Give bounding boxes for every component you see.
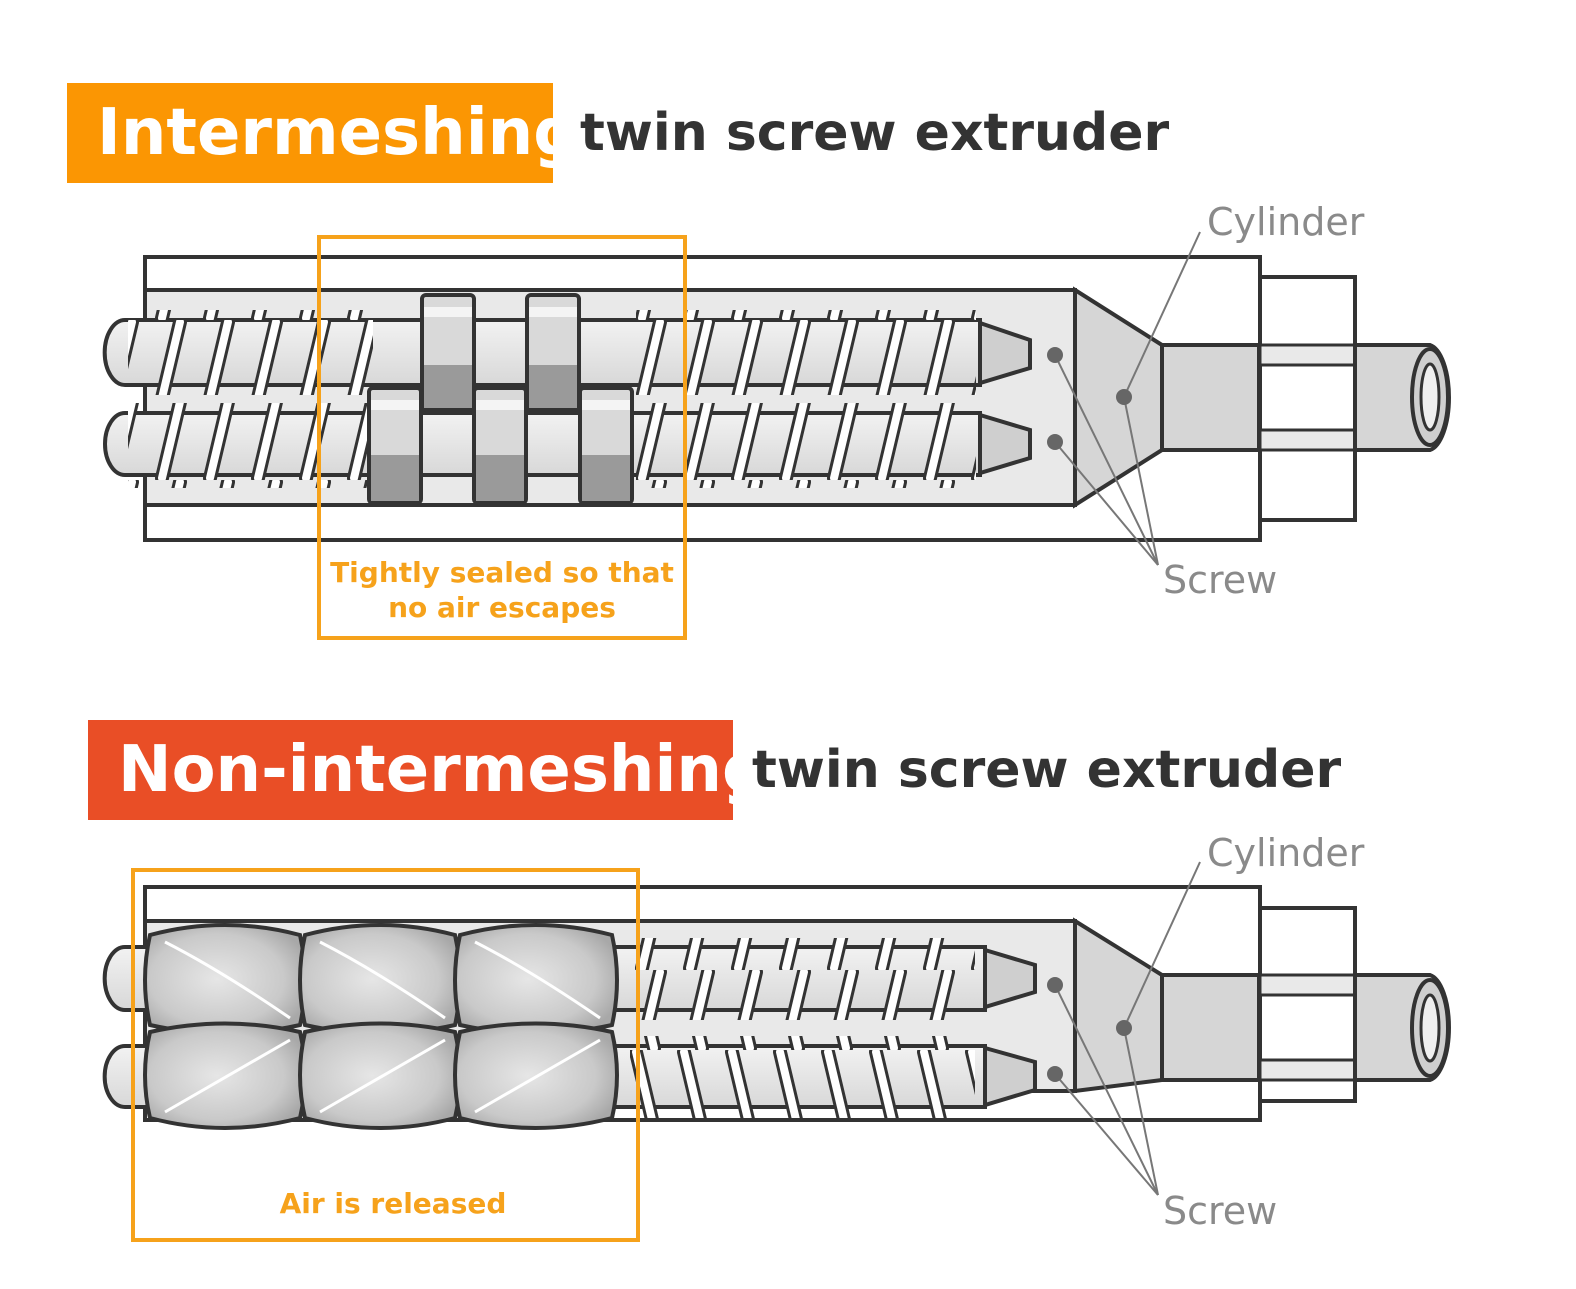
- title-rest-intermeshing: twin screw extruder: [580, 103, 1170, 163]
- highlight-note-2: Air is released: [280, 1187, 507, 1220]
- leaders: [1054, 231, 1201, 566]
- rotor-highlights: [164, 940, 601, 1114]
- title-rest-non-intermeshing: twin screw extruder: [752, 740, 1342, 800]
- label-cylinder-2: Cylinder: [1207, 831, 1365, 875]
- screw-dot-lower: [1047, 434, 1063, 450]
- label-screw: Screw: [1163, 558, 1277, 602]
- diagram-non-intermeshing: Cylinder Screw Air is released: [102, 831, 1451, 1242]
- rotor-lobes: [143, 923, 619, 1130]
- outer-ring: [1258, 275, 1357, 522]
- section-non-intermeshing: Non-intermeshing twin screw extruder: [0, 650, 1576, 1289]
- highlight-box-2: [131, 868, 640, 1242]
- highlight-box: [317, 235, 687, 640]
- badge-non-intermeshing: Non-intermeshing: [88, 720, 768, 820]
- highlight-note-line2: no air escapes: [388, 591, 616, 624]
- cylinder-dot: [1116, 389, 1132, 405]
- badge-intermeshing: Intermeshing: [67, 83, 579, 183]
- diagram-intermeshing: Cylinder Screw Tightly sealed so that no…: [102, 200, 1451, 640]
- screw-lower: [103, 403, 1032, 488]
- highlight-note-line1: Tightly sealed so that: [330, 556, 674, 589]
- label-screw-2: Screw: [1163, 1189, 1277, 1233]
- flange: [1160, 343, 1261, 452]
- screw-dot-upper: [1047, 347, 1063, 363]
- section-intermeshing: Intermeshing twin screw extruder: [67, 83, 1451, 640]
- kneading-blocks: [367, 293, 634, 505]
- label-cylinder: Cylinder: [1207, 200, 1365, 244]
